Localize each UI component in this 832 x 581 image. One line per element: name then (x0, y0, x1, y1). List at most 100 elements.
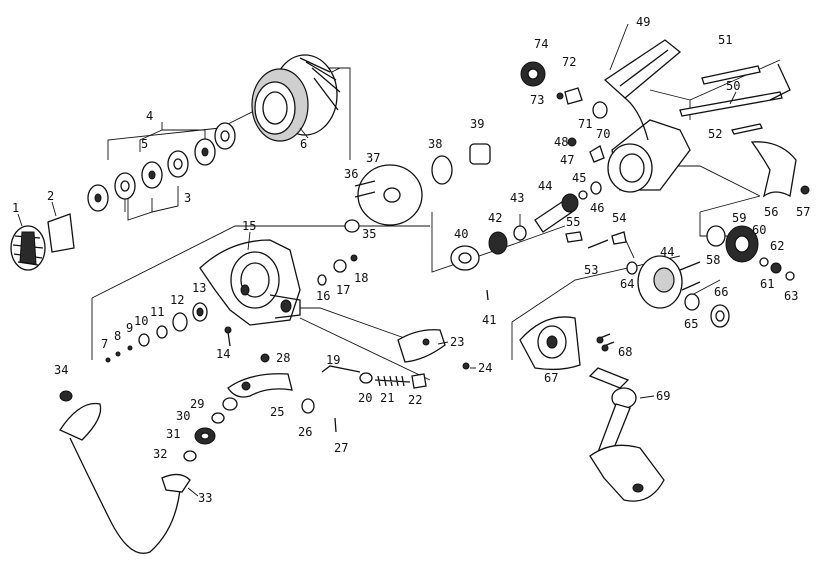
label-28: 28 (276, 351, 290, 365)
label-2: 2 (47, 189, 54, 203)
label-21: 21 (380, 391, 394, 405)
part-19-22-pins (321, 365, 427, 389)
part-40-46-pinion-assembly (450, 181, 602, 301)
label-36: 36 (344, 167, 358, 181)
label-5: 5 (141, 137, 148, 151)
part-1-drag-knob (10, 225, 46, 271)
label-11: 11 (150, 305, 164, 319)
part-50-52-shafts (679, 63, 791, 135)
label-44-main-gear: 44 (660, 245, 674, 259)
part-49-arm (603, 39, 682, 141)
label-66: 66 (714, 285, 728, 299)
label-32: 32 (153, 447, 167, 461)
label-31: 31 (166, 427, 180, 441)
label-45: 45 (572, 171, 586, 185)
label-55: 55 (566, 215, 580, 229)
label-38: 38 (428, 137, 442, 151)
label-35: 35 (362, 227, 376, 241)
label-48: 48 (554, 135, 568, 149)
label-41: 41 (482, 313, 496, 327)
label-18: 18 (354, 271, 368, 285)
label-58: 58 (706, 253, 720, 267)
label-47: 47 (560, 153, 574, 167)
label-74: 74 (534, 37, 548, 51)
part-15-body (199, 239, 301, 326)
part-58-63-gear-stack (706, 225, 795, 281)
part-33-bail-wire (59, 390, 191, 554)
label-7: 7 (101, 337, 108, 351)
label-57: 57 (796, 205, 810, 219)
label-1: 1 (12, 201, 19, 215)
part-25-bail-arm (183, 353, 337, 462)
label-16: 16 (316, 289, 330, 303)
label-64: 64 (620, 277, 634, 291)
part-23-clamp (397, 329, 446, 363)
label-39: 39 (470, 117, 484, 131)
part-69-handle (588, 367, 665, 502)
label-72: 72 (562, 55, 576, 69)
label-30: 30 (176, 409, 190, 423)
part-2-plate (47, 213, 75, 253)
part-37-rotor-plate (344, 164, 423, 233)
label-14: 14 (216, 347, 230, 361)
label-10: 10 (134, 314, 148, 328)
part-12-13-small-gears (105, 302, 208, 363)
part-rotor-housing (567, 119, 691, 193)
label-37: 37 (366, 151, 380, 165)
label-67: 67 (544, 371, 558, 385)
label-65: 65 (684, 317, 698, 331)
part-44-main-gear (626, 255, 730, 328)
label-52: 52 (708, 127, 722, 141)
label-70: 70 (596, 127, 610, 141)
label-12: 12 (170, 293, 184, 307)
label-60: 60 (752, 223, 766, 237)
label-25: 25 (270, 405, 284, 419)
label-53: 53 (584, 263, 598, 277)
label-69: 69 (656, 389, 670, 403)
label-71: 71 (578, 117, 592, 131)
label-43: 43 (510, 191, 524, 205)
label-68: 68 (618, 345, 632, 359)
part-38-39-collars (431, 143, 491, 185)
label-49: 49 (636, 15, 650, 29)
part-67-side-cover (519, 316, 615, 371)
label-27: 27 (334, 441, 348, 455)
label-51: 51 (718, 33, 732, 47)
part-70-74-roller (520, 61, 608, 119)
label-63: 63 (784, 289, 798, 303)
label-33: 33 (198, 491, 212, 505)
label-46: 46 (590, 201, 604, 215)
label-40: 40 (454, 227, 468, 241)
label-20: 20 (358, 391, 372, 405)
label-59: 59 (732, 211, 746, 225)
label-56: 56 (764, 205, 778, 219)
label-23: 23 (450, 335, 464, 349)
label-50: 50 (726, 79, 740, 93)
label-3: 3 (184, 191, 191, 205)
label-29: 29 (190, 397, 204, 411)
spool-washers (87, 122, 236, 212)
label-15: 15 (242, 219, 256, 233)
label-54: 54 (612, 211, 626, 225)
label-61: 61 (760, 277, 774, 291)
label-44-pinion: 44 (538, 179, 552, 193)
part-6-spool (251, 54, 341, 142)
part-number-labels: 1 2 3 4 5 6 7 8 9 10 11 12 13 14 15 16 1… (12, 15, 810, 505)
label-73: 73 (530, 93, 544, 107)
label-34: 34 (54, 363, 68, 377)
part-small-screws (224, 254, 470, 370)
label-9: 9 (126, 321, 133, 335)
label-4: 4 (146, 109, 153, 123)
label-42: 42 (488, 211, 502, 225)
label-17: 17 (336, 283, 350, 297)
label-8: 8 (114, 329, 121, 343)
part-56-flyer (750, 141, 810, 198)
label-19: 19 (326, 353, 340, 367)
label-22: 22 (408, 393, 422, 407)
label-6: 6 (300, 137, 307, 151)
label-24: 24 (478, 361, 492, 375)
label-13: 13 (192, 281, 206, 295)
label-62: 62 (770, 239, 784, 253)
label-ticks (17, 23, 737, 497)
